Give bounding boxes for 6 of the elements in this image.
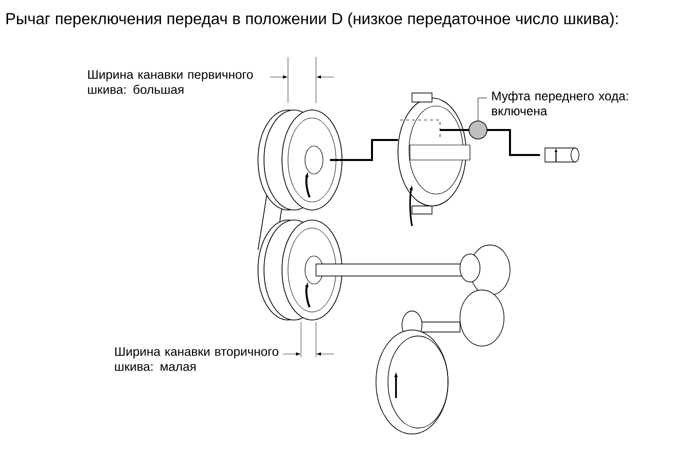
leader-line: [478, 98, 488, 121]
dimension-label: Ширина канавки первичного шкива: большая: [88, 70, 253, 94]
callout-text: Муфта переднего хода: включена: [492, 91, 628, 116]
title: Рычаг переключения передач в положении D (низкое передаточное число шкива):: [6, 12, 618, 28]
clutch-drawing: [468, 120, 488, 140]
dimension-label: Ширина канавки вторичного шкива: малая: [115, 347, 278, 371]
